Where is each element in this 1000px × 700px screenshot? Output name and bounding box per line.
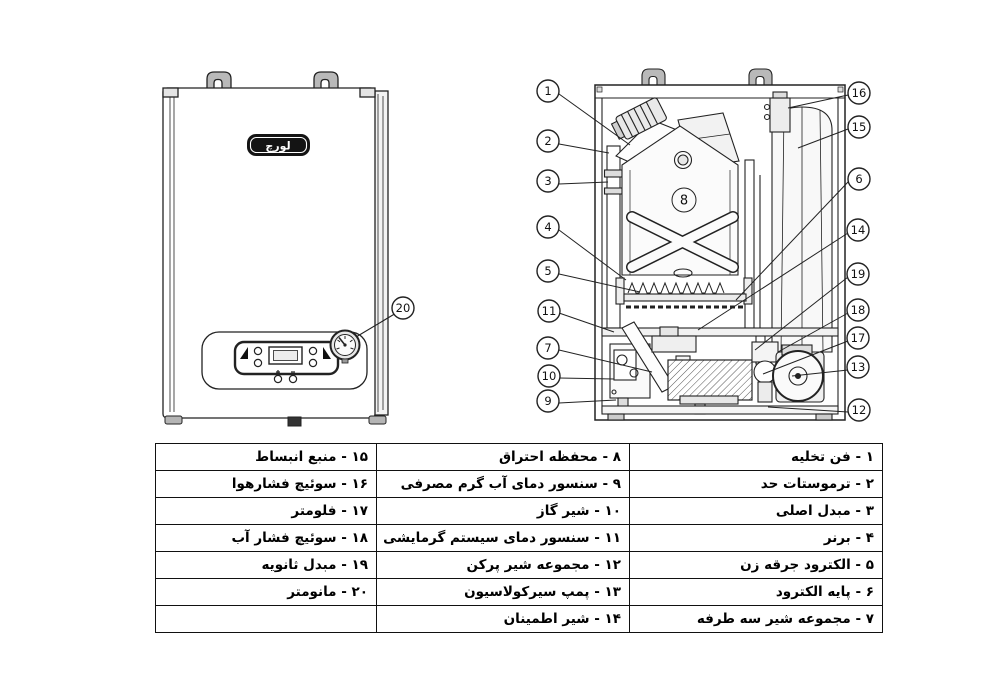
divider-shelf	[601, 327, 839, 337]
part-cell	[155, 605, 377, 633]
part-cell: ۹ - سنسور دمای آب گرم مصرفی	[376, 470, 630, 498]
table-row: ۷ - مجموعه شیر سه طرفه ۱۴ - شیر اطمینان	[155, 605, 883, 633]
table-row: ۵ - الکترود جرقه زن ۱۲ - مجموعه شیر پرکن…	[155, 551, 883, 579]
callout-9: 9	[536, 389, 560, 413]
part-cell: ۶ - پایه الکترود	[629, 578, 883, 606]
air-pressure-switch	[763, 91, 791, 133]
cabinet-body	[162, 87, 389, 419]
callout-11: 11	[537, 299, 561, 323]
table-row: ۲ - ترموستات حد ۹ - سنسور دمای آب گرم مص…	[155, 470, 883, 498]
callout-18: 18	[846, 298, 870, 322]
svg-text:13: 13	[851, 360, 866, 374]
callouts-left: 1 2 3 4 5 11 7 10 9	[536, 79, 561, 413]
svg-text:14: 14	[851, 223, 866, 237]
part-cell: ۲۰ - مانومتر	[155, 578, 377, 606]
svg-text:18: 18	[851, 303, 866, 317]
callout-15: 15	[847, 115, 871, 139]
callout-20: 20	[355, 296, 415, 338]
callout-19: 19	[846, 262, 870, 286]
callout-17: 17	[846, 326, 870, 350]
brand-logo-text: لورچ	[265, 140, 290, 154]
callout-10: 10	[537, 364, 561, 388]
svg-text:6: 6	[855, 172, 862, 186]
callouts-right: 16 15 6 14 19 18 17 13 12	[846, 81, 871, 422]
part-cell: ۱۰ - شیر گاز	[376, 497, 630, 525]
svg-text:4: 4	[544, 220, 551, 234]
svg-text:9: 9	[544, 394, 551, 408]
table-row: ۳ - مبدل اصلی ۱۰ - شیر گاز ۱۷ - فلومتر	[155, 497, 883, 525]
callout-2: 2	[536, 129, 560, 153]
part-cell: ۱۷ - فلومتر	[155, 497, 377, 525]
secondary-heat-exchanger	[667, 359, 753, 401]
brand-logo: لورچ	[247, 134, 310, 156]
part-cell: ۳ - مبدل اصلی	[629, 497, 883, 525]
display-screen	[268, 346, 303, 365]
callout-13: 13	[846, 355, 870, 379]
expansion-tank	[771, 106, 833, 353]
svg-text:16: 16	[852, 86, 867, 100]
part-cell: ۴ - برنر	[629, 524, 883, 552]
part-cell: ۱۵ - منبع انبساط	[155, 443, 377, 471]
callout-3: 3	[536, 169, 560, 193]
svg-text:11: 11	[542, 304, 557, 318]
svg-text:7: 7	[544, 341, 551, 355]
part-cell: ۲ - ترموستات حد	[629, 470, 883, 498]
svg-text:5: 5	[544, 264, 551, 278]
parts-table: ۱ - فن تخلیه ۸ - محفظه احتراق ۱۵ - منبع …	[155, 443, 883, 633]
table-row: ۶ - پایه الکترود ۱۳ - پمپ سیرکولاسیون ۲۰…	[155, 578, 883, 606]
table-row: ۴ - برنر ۱۱ - سنسور دمای سیستم گرمایشی ۱…	[155, 524, 883, 552]
part-cell: ۱۹ - مبدل ثانویه	[155, 551, 377, 579]
part-cell: ۱۱ - سنسور دمای سیستم گرمایشی	[376, 524, 630, 552]
callout-7: 7	[536, 336, 560, 360]
panel-buttons	[240, 346, 331, 384]
burner	[615, 277, 753, 309]
callout-8-num: 8	[680, 194, 688, 209]
table-row: ۱ - فن تخلیه ۸ - محفظه احتراق ۱۵ - منبع …	[155, 443, 883, 471]
svg-text:10: 10	[542, 369, 557, 383]
part-cell: ۱۴ - شیر اطمینان	[376, 605, 630, 633]
part-cell: ۱ - فن تخلیه	[629, 443, 883, 471]
svg-text:3: 3	[544, 174, 551, 188]
pressure-gauge-icon	[329, 329, 361, 364]
svg-text:19: 19	[851, 267, 866, 281]
callout-5: 5	[536, 259, 560, 283]
callout-20-num: 20	[396, 301, 411, 315]
leader-lines	[558, 93, 849, 413]
part-cell: ۵ - الکترود جرقه زن	[629, 551, 883, 579]
callout-12: 12	[847, 398, 871, 422]
callout-6: 6	[847, 167, 871, 191]
bottom-fittings	[601, 395, 839, 421]
boiler-internal-diagram: 8	[536, 68, 871, 422]
part-cell: ۱۳ - پمپ سیرکولاسیون	[376, 578, 630, 606]
boiler-front-view: لورچ	[162, 71, 415, 427]
part-cell: ۷ - مجموعه شیر سه طرفه	[629, 605, 883, 633]
svg-text:15: 15	[852, 120, 867, 134]
callout-1: 1	[536, 79, 560, 103]
svg-text:1: 1	[544, 84, 551, 98]
svg-text:17: 17	[851, 331, 866, 345]
svg-text:2: 2	[544, 134, 551, 148]
callout-4: 4	[536, 215, 560, 239]
part-cell: ۸ - محفظه احتراق	[376, 443, 630, 471]
callout-14: 14	[846, 218, 870, 242]
x-brace	[626, 211, 739, 278]
part-cell: ۱۲ - مجموعه شیر پرکن	[376, 551, 630, 579]
callout-16: 16	[847, 81, 871, 105]
cabinet-feet	[164, 415, 387, 427]
combustion-chamber: 8	[621, 125, 739, 278]
mounting-bracket-icon	[206, 71, 339, 92]
svg-text:12: 12	[852, 403, 867, 417]
part-cell: ۱۶ - سوئیچ فشارهوا	[155, 470, 377, 498]
part-cell: ۱۸ - سوئیچ فشار آب	[155, 524, 377, 552]
